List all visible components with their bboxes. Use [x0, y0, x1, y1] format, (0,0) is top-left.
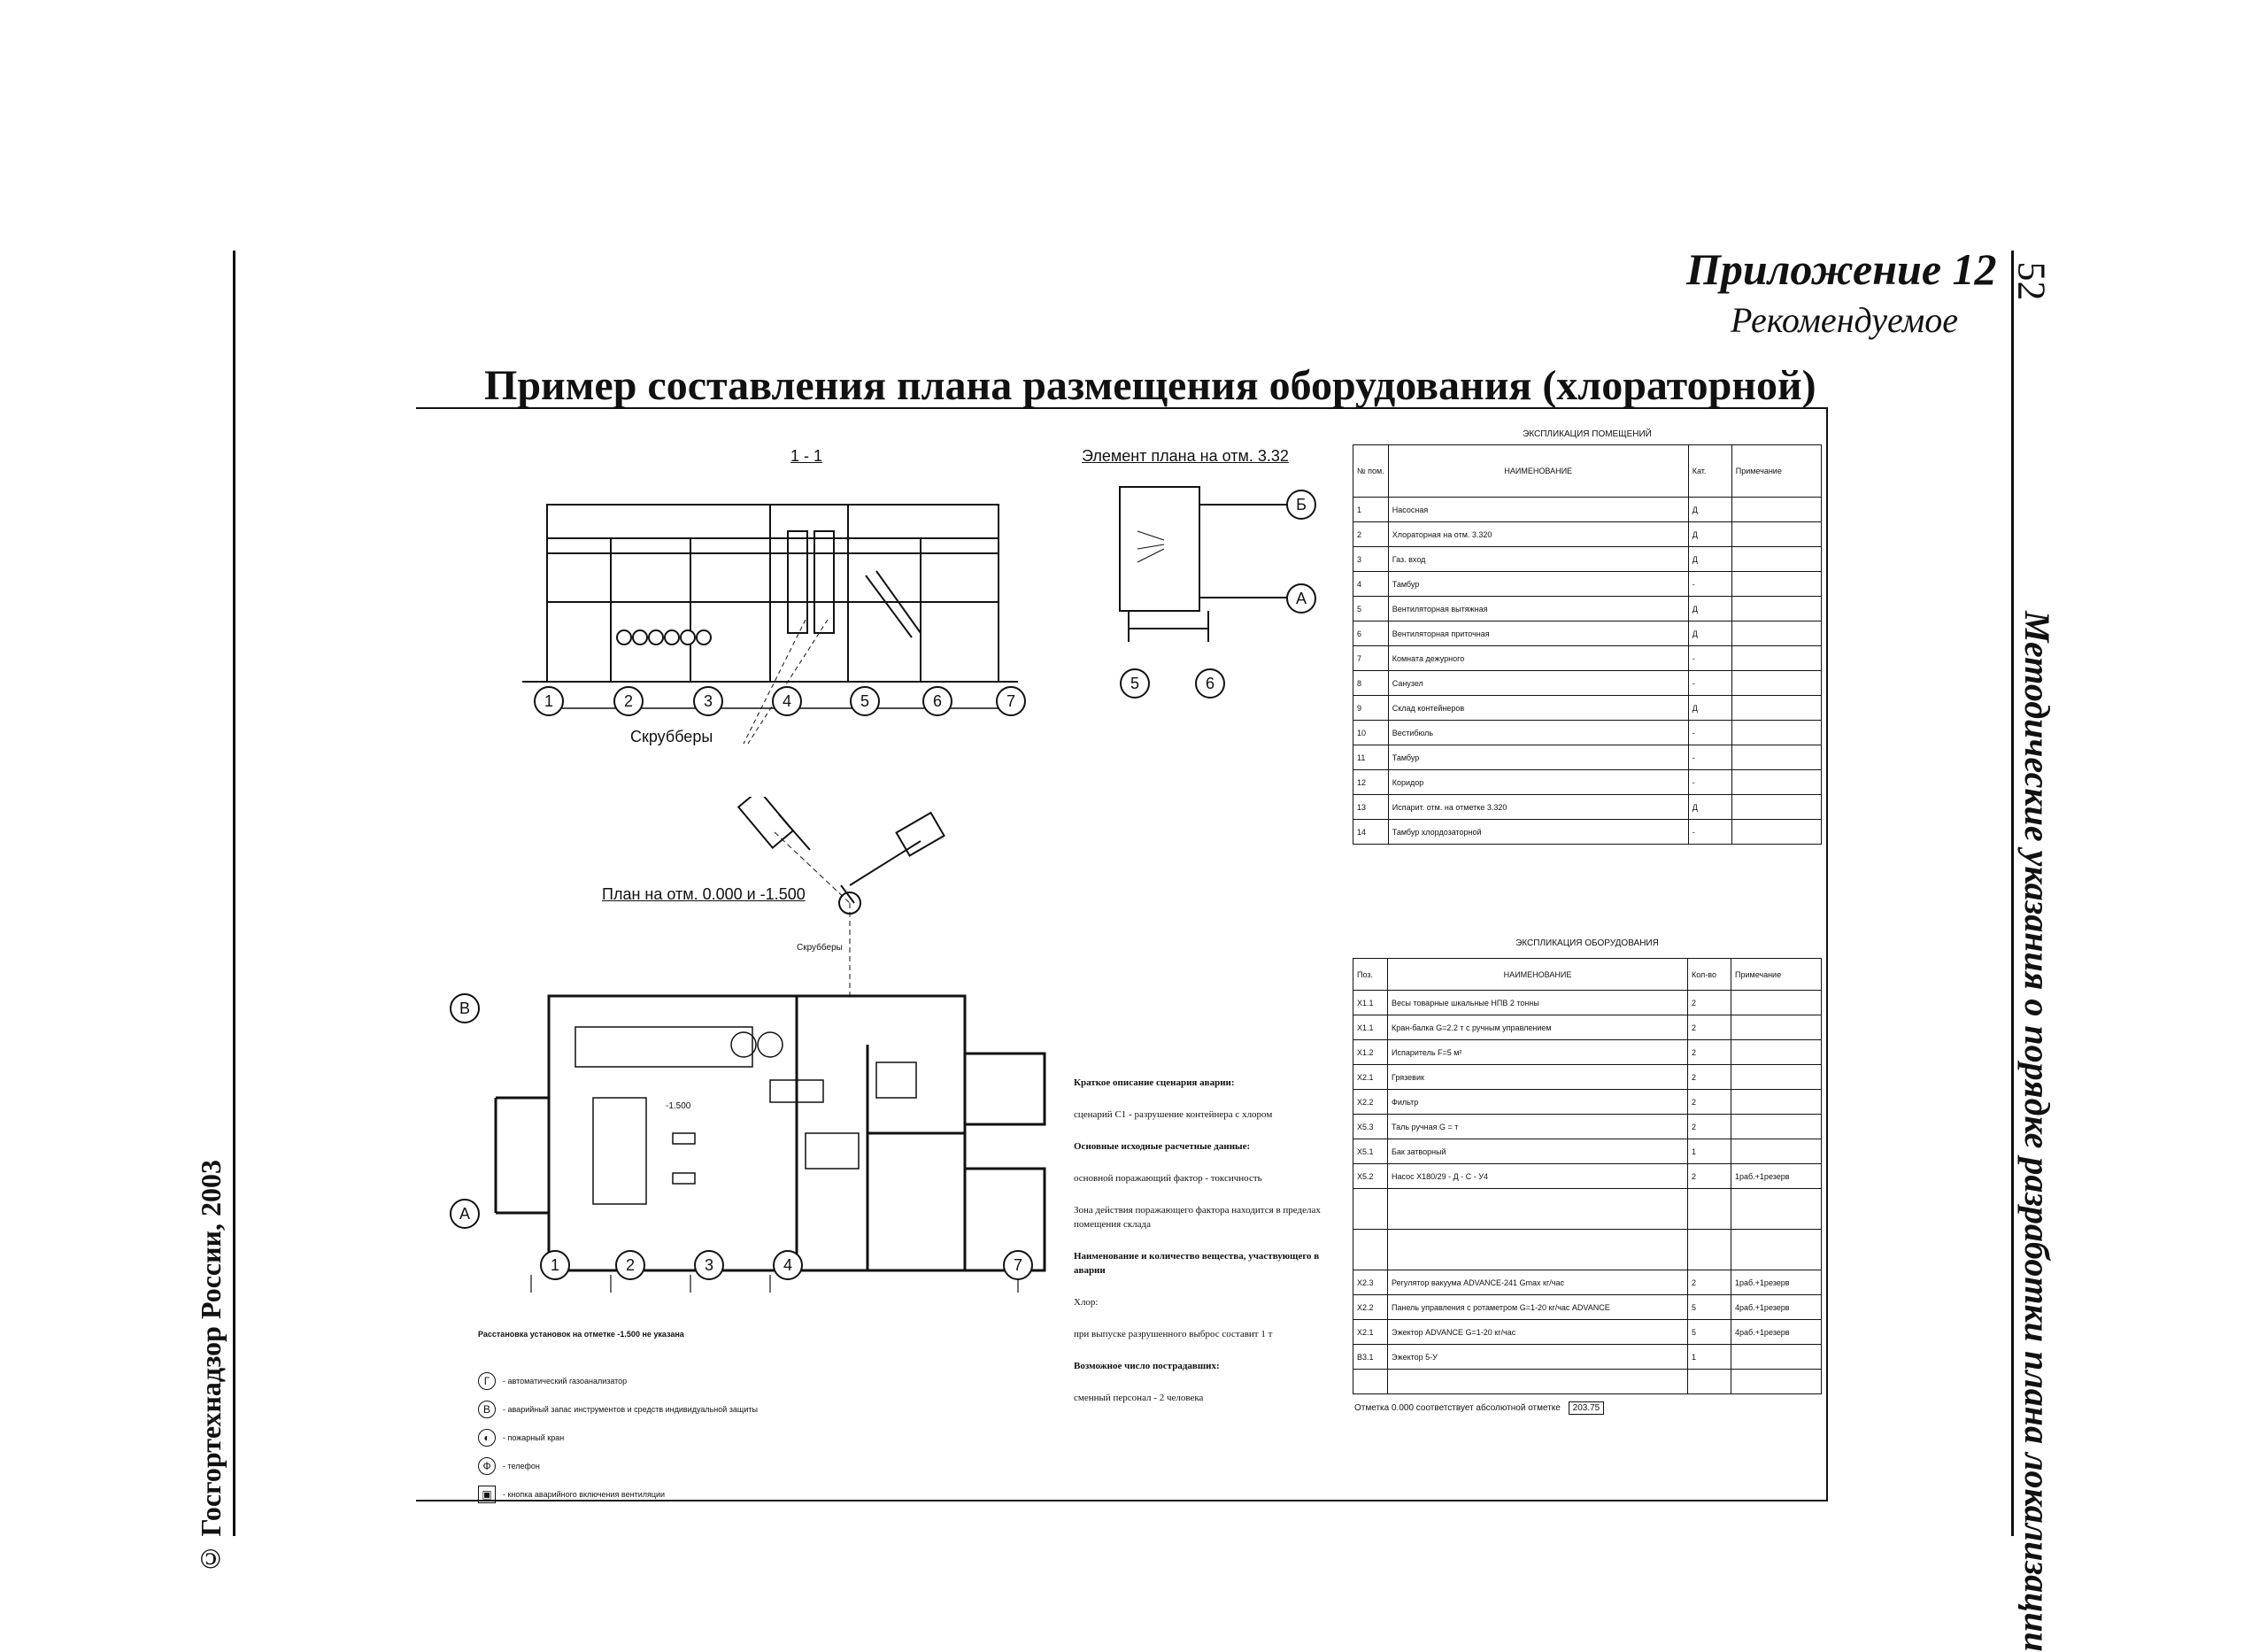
floor-axis-4: 4 — [773, 1250, 803, 1280]
element-axis-A: А — [1286, 583, 1316, 614]
scenario-line: основной поражающий фактор - токсичность — [1074, 1173, 1262, 1184]
legend-item-fire-hydrant: ◐- пожарный кран — [478, 1429, 758, 1447]
table-row — [1353, 1188, 1822, 1230]
section-axis-6: 6 — [922, 686, 952, 716]
legend-item-vent-button: ▣- кнопка аварийного включения вентиляци… — [478, 1486, 758, 1503]
scenario-line: Хлор: — [1074, 1297, 1099, 1308]
table-row — [1353, 1369, 1822, 1394]
scenario-subtitle: Основные исходные расчетные данные: — [1074, 1141, 1251, 1152]
floor-plan-label: План на отм. 0.000 и -1.500 — [602, 885, 806, 903]
legend-item-emergency-kit: В- аварийный запас инструментов и средст… — [478, 1401, 758, 1418]
floor-plan-scrubbers-label: Скрубберы — [797, 943, 843, 953]
appendix-title: Приложение 12 — [1686, 244, 1997, 294]
floor-plan-mark: -1.500 — [666, 1101, 691, 1111]
scenario-line: сменный персонал - 2 человека — [1074, 1393, 1204, 1403]
equipment-table-header: Поз. НАИМЕНОВАНИЕ Кол-во Примечание — [1353, 958, 1822, 991]
document-title: Пример составления плана размещения обор… — [484, 362, 1816, 409]
plan-note: Расстановка установок на отметке -1.500 … — [478, 1330, 684, 1339]
drawing-frame — [416, 407, 1828, 1501]
equipment-table-caption: ЭКСПЛИКАЦИЯ ОБОРУДОВАНИЯ — [1515, 938, 1659, 948]
section-scrubbers-label: Скрубберы — [630, 728, 713, 745]
section-axis-5: 5 — [850, 686, 880, 716]
section-axis-1: 1 — [534, 686, 564, 716]
absolute-mark-text: Отметка 0.000 соответствует абсолютной о… — [1354, 1403, 1561, 1413]
floor-axis-1: 1 — [540, 1250, 570, 1280]
section-drawing — [522, 504, 1018, 745]
legend-item-gas-analyzer: Г- автоматический газоанализатор — [478, 1372, 758, 1390]
section-axis-2: 2 — [613, 686, 644, 716]
left-margin-rule — [233, 251, 235, 1536]
section-axis-3: 3 — [693, 686, 723, 716]
rooms-table-header: № пом. НАИМЕНОВАНИЕ Кат. Примечание — [1353, 444, 1823, 498]
scenario-line: Зона действия поражающего фактора находи… — [1074, 1205, 1321, 1230]
scenario-line: сценарий С1 - разрушение контейнера с хл… — [1074, 1109, 1273, 1120]
floor-axis-2: 2 — [615, 1250, 645, 1280]
table-row — [1353, 1229, 1822, 1270]
equipment-table: Поз. НАИМЕНОВАНИЕ Кол-во Примечание X1.1… — [1353, 958, 1822, 1394]
floor-axis-B: В — [450, 993, 480, 1023]
floor-axis-A: А — [450, 1199, 480, 1229]
right-margin-rule — [2011, 251, 2014, 1536]
element-axis-5: 5 — [1120, 668, 1150, 699]
element-axis-B: Б — [1286, 490, 1316, 520]
legend: Г- автоматический газоанализатор В- авар… — [478, 1372, 758, 1514]
scenario-notes: Краткое описание сценария аварии: сценар… — [1074, 1076, 1339, 1405]
scenario-subtitle: Наименование и количество вещества, учас… — [1074, 1251, 1320, 1276]
scenario-title: Краткое описание сценария аварии: — [1074, 1077, 1235, 1088]
copyright-notice: © Госгортехнадзор России, 2003 — [195, 1160, 227, 1576]
floor-axis-3: 3 — [694, 1250, 724, 1280]
legend-item-telephone: Ф- телефон — [478, 1457, 758, 1475]
element-axis-6: 6 — [1195, 668, 1225, 699]
side-running-title: Методические указания о порядке разработ… — [2017, 611, 2057, 1652]
section-label: 1 - 1 — [790, 447, 823, 465]
section-axis-7: 7 — [996, 686, 1026, 716]
floor-plan-drawing — [494, 797, 1046, 1293]
scenario-subtitle: Возможное число пострадавших: — [1074, 1361, 1220, 1371]
scenario-line: при выпуске разрушенного выброс составит… — [1074, 1329, 1273, 1339]
floor-axis-7: 7 — [1003, 1250, 1033, 1280]
appendix-recommended: Рекомендуемое — [1731, 300, 1959, 340]
rooms-table-caption: ЭКСПЛИКАЦИЯ ПОМЕЩЕНИЙ — [1523, 429, 1652, 439]
page-number: 52 — [2009, 261, 2054, 301]
section-axis-4: 4 — [772, 686, 802, 716]
element-plan-drawing — [1119, 486, 1288, 642]
absolute-mark-note: Отметка 0.000 соответствует абсолютной о… — [1354, 1401, 1605, 1415]
element-plan-label: Элемент плана на отм. 3.32 — [1082, 447, 1289, 465]
absolute-mark-value: 203.75 — [1568, 1401, 1605, 1415]
